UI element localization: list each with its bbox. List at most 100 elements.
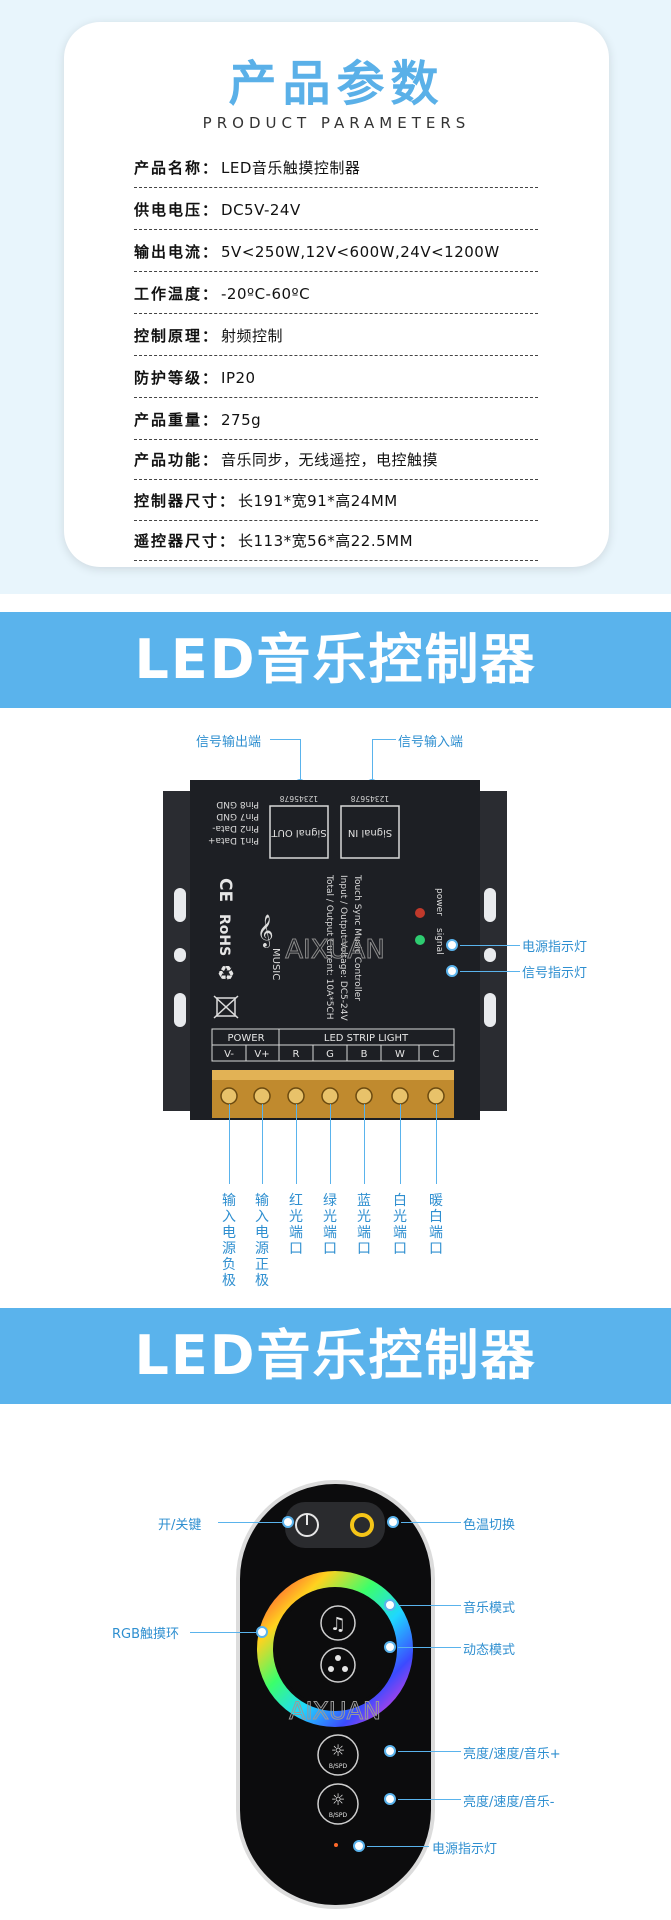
leader-line	[398, 1647, 461, 1648]
music-note-icon: ♫	[330, 1614, 346, 1635]
label-dynamic-mode: 动态模式	[463, 1643, 516, 1658]
label-remote-power-led: 电源指示灯	[432, 1842, 498, 1857]
marker-dot	[384, 1641, 396, 1653]
brightness-down-button	[317, 1783, 359, 1825]
banner-controller: LED音乐控制器	[0, 612, 671, 708]
parameters-card: 产品参数 PRODUCT PARAMETERS 产品名称：LED音乐触摸控制器 …	[64, 22, 609, 567]
mount-hole	[484, 888, 496, 922]
ce-mark: CE	[215, 878, 235, 902]
param-row-controller-size: 控制器尺寸：长191*宽91*高24MM	[134, 490, 538, 521]
param-row-current: 输出电流：5V<250W,12V<600W,24V<1200W	[134, 241, 538, 272]
terminal-strip-label: LED STRIP LIGHT	[324, 1033, 409, 1044]
leader-line	[296, 1104, 297, 1184]
recycle-icon: ♻	[217, 961, 235, 985]
led-label: power	[434, 888, 444, 916]
weee-bin-icon	[216, 997, 236, 1017]
param-value: 5V<250W,12V<600W,24V<1200W	[221, 243, 500, 261]
label-brightness-up: 亮度/速度/音乐+	[463, 1747, 561, 1762]
label-brightness-down: 亮度/速度/音乐-	[463, 1795, 555, 1810]
pin-text: Pin2 Data-	[212, 823, 259, 833]
mount-hole	[174, 948, 186, 962]
leader-line	[262, 1104, 263, 1184]
remote-power-led-icon	[334, 1843, 338, 1847]
leader-line	[436, 1104, 437, 1184]
leader-line	[367, 1846, 429, 1847]
label-power-led: 电源指示灯	[522, 940, 588, 955]
leader-line	[270, 739, 300, 740]
pin-numbers: 12345678	[280, 794, 319, 803]
mount-hole	[484, 948, 496, 962]
param-label: 产品名称：	[134, 159, 220, 177]
port-label-blue: 蓝光端口	[357, 1193, 371, 1257]
port-signal-in	[340, 805, 400, 859]
parameters-subtitle: PRODUCT PARAMETERS	[202, 114, 471, 132]
rgb-touch-ring	[257, 1571, 413, 1727]
param-label: 产品重量：	[134, 411, 220, 429]
port-label-white: 白光端口	[393, 1193, 407, 1257]
brand-watermark: AIXUAN	[285, 935, 385, 965]
param-value: IP20	[221, 369, 256, 387]
marker-dot	[384, 1745, 396, 1757]
rohs-mark: RoHS	[216, 914, 232, 956]
remote-brand-watermark: AIXUAN	[289, 1697, 381, 1725]
param-label: 控制器尺寸：	[134, 492, 237, 510]
leader-line	[460, 945, 520, 946]
pin-text: Pin7 GND	[216, 811, 259, 821]
param-label: 工作温度：	[134, 285, 220, 303]
port-in-title: Signal IN	[348, 827, 392, 838]
label-rgb-ring: RGB触摸环	[112, 1627, 180, 1642]
label-power-key: 开/关键	[158, 1518, 202, 1533]
controller-device: 12345678 12345678 Signal OUT Signal IN P…	[163, 780, 507, 1120]
param-value: LED音乐触摸控制器	[221, 159, 361, 177]
leader-line	[400, 1104, 401, 1184]
marker-dot	[446, 939, 458, 951]
signal-led-icon	[415, 935, 425, 945]
leader-line	[330, 1104, 331, 1184]
info-line: Touch Sync Music Controller	[352, 874, 362, 1001]
terminal-label: V+	[254, 1049, 269, 1060]
marker-dot	[384, 1793, 396, 1805]
terminal-label: V-	[224, 1049, 234, 1060]
param-row-principle: 控制原理：射频控制	[134, 325, 538, 356]
param-value: 长113*宽56*高22.5MM	[238, 532, 414, 550]
param-row-temperature: 工作温度：-20ºC-60ºC	[134, 283, 538, 314]
leader-line	[401, 1522, 461, 1523]
marker-dot	[256, 1626, 268, 1638]
pin-text: Pin1 Data+	[208, 835, 259, 845]
param-value: 音乐同步，无线遥控，电控触摸	[221, 451, 439, 469]
terminal-label: W	[395, 1049, 405, 1060]
port-signal-out	[269, 805, 329, 859]
pin-numbers: 12345678	[351, 794, 390, 803]
port-label-v-plus: 输入电源正极	[255, 1193, 269, 1289]
leader-line	[229, 1104, 230, 1184]
leader-line	[218, 1522, 282, 1523]
marker-dot	[446, 965, 458, 977]
info-line: Total / Output Current: 10A*5CH	[324, 874, 334, 1019]
terminal-label: G	[326, 1049, 334, 1060]
marker-dot	[282, 1516, 294, 1528]
param-row-weight: 产品重量：275g	[134, 409, 538, 440]
treble-clef-icon: 𝄞	[257, 914, 274, 948]
music-mode-button	[320, 1605, 356, 1641]
sun-plus-icon: ☼	[331, 1741, 345, 1760]
btn-sub-label: B/SPD	[329, 1763, 348, 1770]
leader-line	[460, 971, 520, 972]
controller-diagram: 信号输出端 信号输入端 12345678 12345678 Signal OUT…	[0, 708, 671, 1308]
brightness-up-button	[317, 1734, 359, 1776]
param-value: DC5V-24V	[221, 201, 301, 219]
port-label-red: 红光端口	[289, 1193, 303, 1257]
pin-text: Pin8 GND	[216, 799, 259, 809]
dynamic-mode-icon	[335, 1655, 341, 1661]
dynamic-mode-button	[320, 1647, 356, 1683]
param-label: 产品功能：	[134, 451, 220, 469]
remote-device: ♫ AIXUAN ☼ B/SPD ☼ B/SPD	[236, 1480, 435, 1909]
leader-line	[364, 1104, 365, 1184]
param-value: 射频控制	[221, 327, 284, 345]
param-row-name: 产品名称：LED音乐触摸控制器	[134, 157, 538, 188]
param-value: -20ºC-60ºC	[221, 285, 311, 303]
port-label-green: 绿光端口	[323, 1193, 337, 1257]
param-row-voltage: 供电电压：DC5V-24V	[134, 199, 538, 230]
mount-hole	[174, 888, 186, 922]
param-label: 控制原理：	[134, 327, 220, 345]
leader-line	[190, 1632, 256, 1633]
